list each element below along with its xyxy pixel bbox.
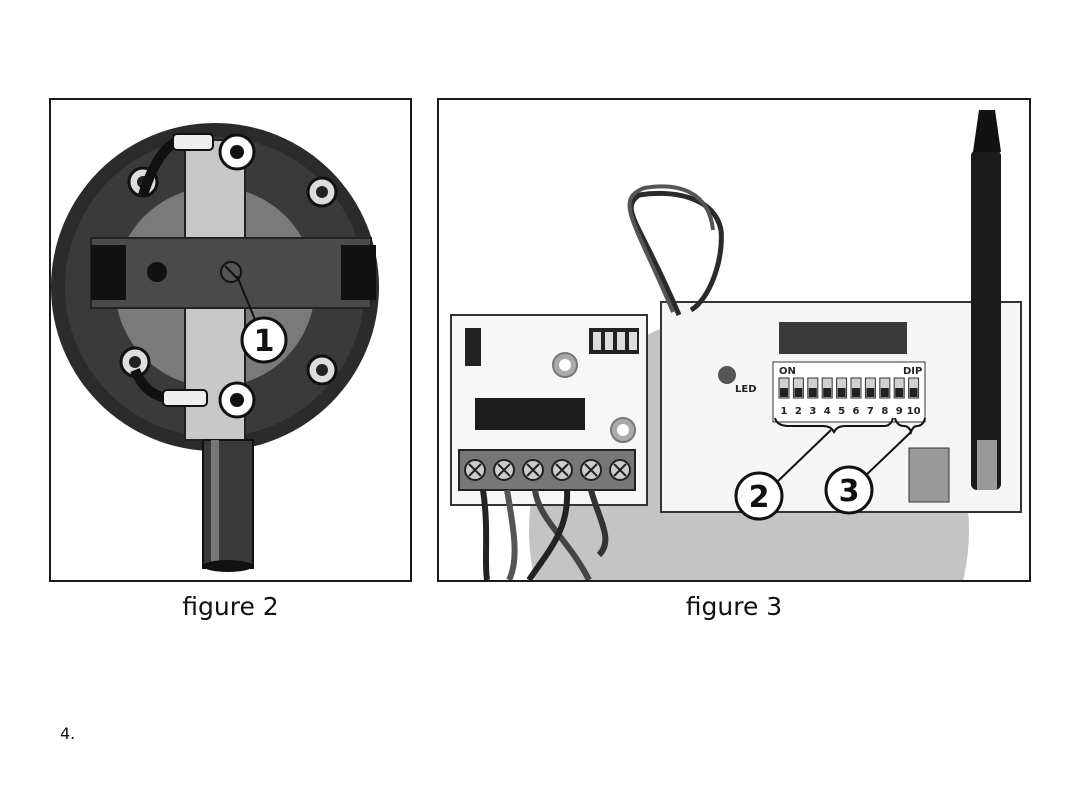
wire-loop	[628, 190, 724, 316]
dip-switch-knob-3	[808, 388, 817, 397]
dip-switch-knob-2	[794, 388, 803, 397]
lug-top	[172, 133, 214, 151]
dip-number-6: 6	[853, 406, 860, 417]
led-icon	[718, 366, 736, 384]
dip-number-3: 3	[809, 406, 816, 417]
header-pins	[589, 328, 639, 354]
figure-2-panel: 1	[49, 98, 412, 582]
callout-2-circle	[734, 471, 784, 521]
antenna	[971, 150, 1001, 490]
callout-3-circle	[824, 465, 874, 515]
terminal-block	[458, 449, 636, 491]
figure-2-caption: figure 2	[182, 592, 279, 621]
dip-switch-knob-8	[880, 388, 889, 397]
bracket-hole	[147, 262, 167, 282]
dip-switch-knob-10	[909, 388, 918, 397]
dip-label: DIP	[903, 366, 922, 377]
left-cutout	[91, 245, 126, 300]
dip-number-1: 1	[781, 406, 788, 417]
callout-3-label: 3	[839, 474, 860, 509]
brace-switches-1-8	[774, 417, 894, 435]
grey-pad	[908, 447, 950, 503]
board-chip	[475, 398, 585, 430]
page-number: 4.	[60, 724, 76, 743]
dip-switch-knob-5	[837, 388, 846, 397]
right-cutout	[341, 245, 376, 300]
dip-switch-knob-9	[895, 388, 904, 397]
dip-switch-knob-7	[866, 388, 875, 397]
dip-number-2: 2	[795, 406, 802, 417]
detector-base-illustration: 1	[51, 123, 379, 572]
dip-number-9: 9	[896, 406, 903, 417]
relay-component	[465, 328, 481, 366]
dip-number-10: 10	[907, 406, 921, 417]
dip-number-4: 4	[824, 406, 831, 417]
receiver-chip	[779, 322, 907, 354]
dip-switch-knob-6	[852, 388, 860, 397]
dip-number-5: 5	[838, 406, 845, 417]
lug-bottom	[162, 389, 208, 407]
callout-1-label: 1	[254, 324, 275, 359]
conduit-pipe	[202, 439, 254, 569]
callout-3-leader	[862, 431, 912, 479]
dip-switch-knob-4	[823, 388, 832, 397]
callout-2-label: 2	[749, 480, 770, 515]
callout-2-leader	[776, 429, 832, 483]
led-label: LED	[735, 384, 757, 395]
dip-switch-knob-1	[780, 388, 788, 397]
wire-top	[138, 137, 179, 197]
callout-1-leader	[236, 275, 257, 323]
dip-number-7: 7	[867, 406, 874, 417]
dip-number-8: 8	[881, 406, 888, 417]
dip-on-label: ON	[779, 366, 796, 377]
figure-3-caption: figure 3	[685, 592, 783, 621]
callout-1-circle	[240, 316, 288, 364]
